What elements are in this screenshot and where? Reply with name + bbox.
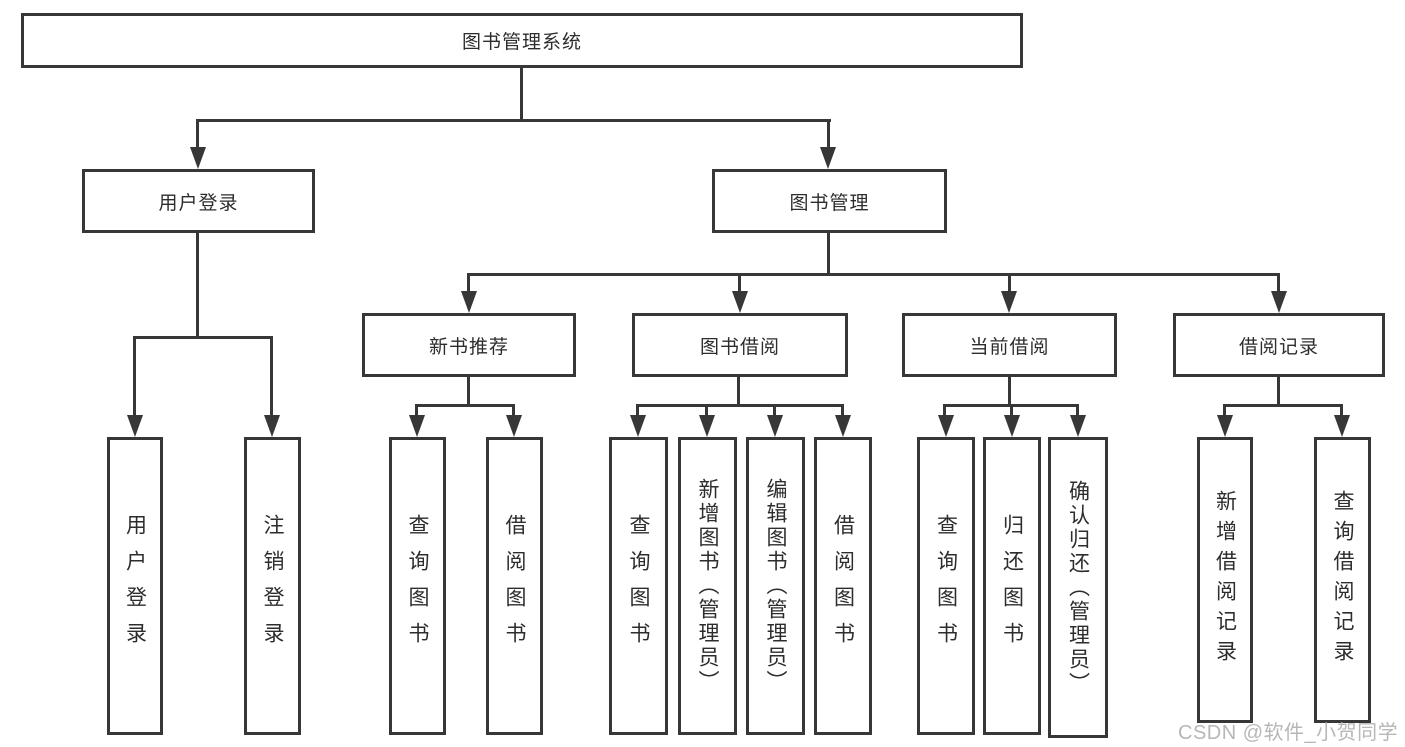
- node-label: 确认归还（管理员）: [1066, 479, 1090, 696]
- arrowhead-icon: [1001, 291, 1017, 313]
- leaf-add-book-admin: 新增图书（管理员）: [678, 437, 737, 735]
- node-label: 用户登录: [123, 514, 147, 658]
- connector-stem: [133, 336, 136, 418]
- node-label: 新书推荐: [428, 336, 509, 358]
- node-label: 当前借阅: [969, 336, 1050, 358]
- arrowhead-icon: [409, 415, 425, 437]
- connector-stem: [636, 404, 639, 418]
- arrowhead-icon: [732, 291, 748, 313]
- connector-trunk: [1008, 377, 1011, 406]
- leaf-confirm-return-admin: 确认归还（管理员）: [1048, 437, 1108, 738]
- node-library-management-system: 图书管理系统: [21, 13, 1023, 68]
- leaf-query-books-current: 查询图书: [917, 437, 975, 735]
- node-label: 新增借阅记录: [1213, 490, 1237, 670]
- arrowhead-icon: [1271, 291, 1287, 313]
- arrowhead-icon: [190, 147, 206, 169]
- connector-branch: [637, 404, 844, 407]
- node-label: 借阅记录: [1238, 336, 1319, 358]
- node-label: 用户登录: [158, 192, 239, 214]
- connector-stem: [1340, 404, 1343, 418]
- leaf-query-books-borrowing: 查询图书: [609, 437, 668, 735]
- connector-stem: [1076, 404, 1079, 418]
- node-label: 新增图书（管理员）: [696, 478, 719, 694]
- connector-stem: [1010, 404, 1013, 418]
- node-label: 注销登录: [261, 514, 284, 658]
- arrowhead-icon: [767, 415, 783, 437]
- node-label: 查询图书: [934, 514, 958, 658]
- leaf-edit-book-admin: 编辑图书（管理员）: [746, 437, 805, 735]
- arrowhead-icon: [461, 291, 477, 313]
- leaf-borrow-books-recommend: 借阅图书: [486, 437, 543, 735]
- leaf-add-borrow-record: 新增借阅记录: [1197, 437, 1253, 723]
- arrowhead-icon: [835, 415, 851, 437]
- connector-stem: [1277, 273, 1280, 295]
- leaf-query-books-recommend: 查询图书: [389, 437, 446, 735]
- arrowhead-icon: [264, 415, 280, 437]
- arrowhead-icon: [820, 147, 836, 169]
- connector-stem: [1008, 273, 1011, 295]
- connector-trunk: [1277, 377, 1280, 406]
- node-user-login: 用户登录: [82, 169, 315, 233]
- node-borrowing-records: 借阅记录: [1173, 313, 1385, 377]
- arrowhead-icon: [1334, 415, 1350, 437]
- arrowhead-icon: [1070, 415, 1086, 437]
- node-label: 编辑图书（管理员）: [764, 478, 787, 694]
- connector-userlogin-branch: [133, 336, 273, 339]
- connector-stem: [467, 273, 470, 295]
- leaf-logout: 注销登录: [244, 437, 301, 735]
- arrowhead-icon: [630, 415, 646, 437]
- arrowhead-icon: [127, 415, 143, 437]
- connector-stem: [1223, 404, 1226, 418]
- connector-stem: [270, 336, 273, 418]
- node-label: 借阅图书: [503, 514, 526, 658]
- connector-stem: [415, 404, 418, 418]
- arrowhead-icon: [1217, 415, 1233, 437]
- node-label: 查询图书: [627, 514, 650, 658]
- connector-branch: [1224, 404, 1343, 407]
- arrowhead-icon: [938, 415, 954, 437]
- connector-stem: [196, 119, 199, 151]
- connector-stem: [512, 404, 515, 418]
- connector-stem: [943, 404, 946, 418]
- connector-root-trunk: [520, 68, 523, 121]
- arrowhead-icon: [1004, 415, 1020, 437]
- node-label: 图书管理系统: [461, 32, 582, 53]
- node-book-management: 图书管理: [712, 169, 947, 233]
- node-label: 查询图书: [406, 514, 429, 658]
- connector-stem: [773, 404, 776, 418]
- connector-trunk: [737, 377, 740, 406]
- connector-stem: [738, 273, 741, 295]
- node-new-book-recommend: 新书推荐: [362, 313, 576, 377]
- arrowhead-icon: [699, 415, 715, 437]
- node-label: 归还图书: [1000, 514, 1024, 658]
- node-current-borrowing: 当前借阅: [902, 313, 1117, 377]
- node-label: 借阅图书: [831, 514, 855, 658]
- connector-trunk: [467, 377, 470, 406]
- connector-level2-branch: [197, 119, 831, 122]
- connector-bookmgmt-trunk: [827, 233, 830, 275]
- node-book-borrowing: 图书借阅: [632, 313, 848, 377]
- connector-level3-branch: [467, 273, 1280, 276]
- node-label: 查询借阅记录: [1331, 490, 1354, 670]
- leaf-query-borrow-record: 查询借阅记录: [1314, 437, 1371, 723]
- arrowhead-icon: [506, 415, 522, 437]
- node-label: 图书管理: [789, 192, 870, 214]
- leaf-return-book: 归还图书: [983, 437, 1041, 735]
- node-label: 图书借阅: [699, 336, 780, 358]
- connector-userlogin-trunk: [196, 233, 199, 338]
- leaf-borrow-books-borrowing: 借阅图书: [814, 437, 872, 735]
- csdn-watermark: CSDN @软件_小贺同学: [1178, 722, 1399, 744]
- connector-stem: [827, 119, 830, 151]
- connector-stem: [705, 404, 708, 418]
- connector-stem: [841, 404, 844, 418]
- leaf-user-login: 用户登录: [107, 437, 163, 735]
- connector-branch: [416, 404, 515, 407]
